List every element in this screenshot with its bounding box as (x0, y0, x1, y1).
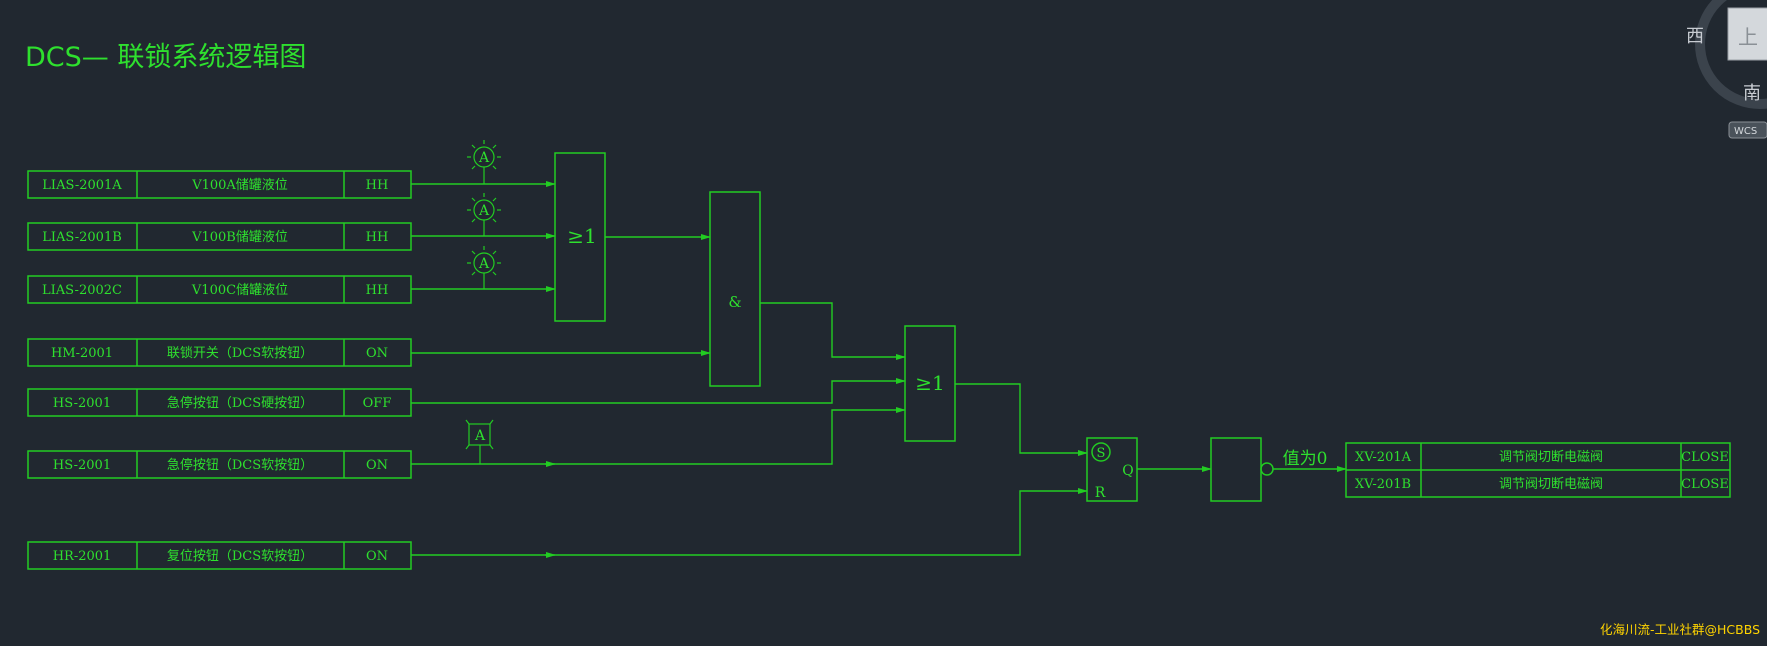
input-state: ON (366, 346, 388, 361)
input-desc: V100B储罐液位 (191, 230, 288, 245)
viewcube-south-label[interactable]: 南 (1743, 83, 1761, 104)
input-desc: 复位按钮（DCS软按钮） (167, 549, 313, 564)
output-desc: 调节阀切断电磁阀 (1499, 477, 1603, 492)
alarm-labels: A A A A (474, 150, 490, 444)
output-desc: 调节阀切断电磁阀 (1499, 450, 1603, 465)
watermark: 化海川流-工业社群@HCBBS (1600, 622, 1760, 637)
input-tag: LIAS-2001B (42, 230, 122, 245)
gate-labels: ≥1 & ≥1 S R Q 值为0 (567, 224, 1327, 501)
alarm-light-icon (467, 246, 501, 289)
viewcube-face[interactable] (1727, 7, 1767, 61)
alarm-label: A (478, 256, 490, 272)
viewcube-top-label: 上 (1738, 25, 1758, 49)
not-gate-bubble (1260, 462, 1274, 476)
output-state: CLOSE (1681, 477, 1729, 492)
output-note: 值为0 (1283, 449, 1328, 469)
wcs-button[interactable] (1728, 121, 1767, 139)
input-state: HH (366, 178, 389, 193)
input-tag: HS-2001 (53, 458, 111, 473)
input-desc: 急停按钮（DCS硬按钮） (167, 395, 313, 411)
alarm-light-icon (467, 140, 501, 184)
input-table-text: LIAS-2001A V100A储罐液位 HH LIAS-2001B V100B… (42, 178, 391, 564)
sr-set-circle (1091, 442, 1111, 462)
output-table (1345, 442, 1731, 498)
output-state: CLOSE (1681, 450, 1729, 465)
input-desc: 联锁开关（DCS软按钮） (167, 345, 313, 361)
wcs-label: WCS (1734, 126, 1757, 137)
alarm-label: A (474, 428, 486, 444)
input-tag: HR-2001 (53, 549, 112, 564)
output-tag: XV-201A (1355, 450, 1412, 465)
viewcube[interactable]: 上 西 南 WCS (1686, 0, 1767, 139)
input-desc: 急停按钮（DCS软按钮） (167, 457, 313, 473)
or-gate-1-label: ≥1 (567, 224, 596, 248)
input-state: OFF (363, 396, 392, 411)
input-state: ON (366, 549, 388, 564)
output-tag: XV-201B (1355, 477, 1411, 492)
output-table-text: XV-201A 调节阀切断电磁阀 CLOSE XV-201B 调节阀切断电磁阀 … (1355, 450, 1729, 492)
sr-reset-label: R (1095, 485, 1106, 501)
viewcube-ring[interactable] (1695, 0, 1767, 109)
alarm-label: A (478, 150, 490, 166)
sr-set-label: S (1097, 446, 1106, 461)
alarm-square-icon (465, 419, 494, 464)
input-state: ON (366, 458, 388, 473)
and-gate-label: & (728, 293, 741, 311)
alarm-label: A (478, 203, 490, 219)
and-gate (709, 191, 761, 387)
wires (411, 181, 1347, 558)
alarm-indicators (465, 140, 501, 464)
logic-gates (554, 152, 1274, 502)
input-desc: V100C储罐液位 (191, 283, 288, 298)
viewcube-west-label[interactable]: 西 (1686, 26, 1704, 47)
input-tag: LIAS-2002C (42, 283, 122, 298)
input-tag: LIAS-2001A (42, 178, 122, 193)
sr-q-label: Q (1122, 463, 1133, 479)
input-desc: V100A储罐液位 (191, 178, 288, 193)
page-title: DCS— 联锁系统逻辑图 (25, 42, 306, 73)
input-state: HH (366, 230, 389, 245)
alarm-light-icon (467, 193, 501, 236)
input-state: HH (366, 283, 389, 298)
or-gate-2-label: ≥1 (915, 371, 944, 395)
input-tag: HM-2001 (51, 346, 113, 361)
not-gate (1210, 437, 1262, 502)
input-tag: HS-2001 (53, 396, 111, 411)
